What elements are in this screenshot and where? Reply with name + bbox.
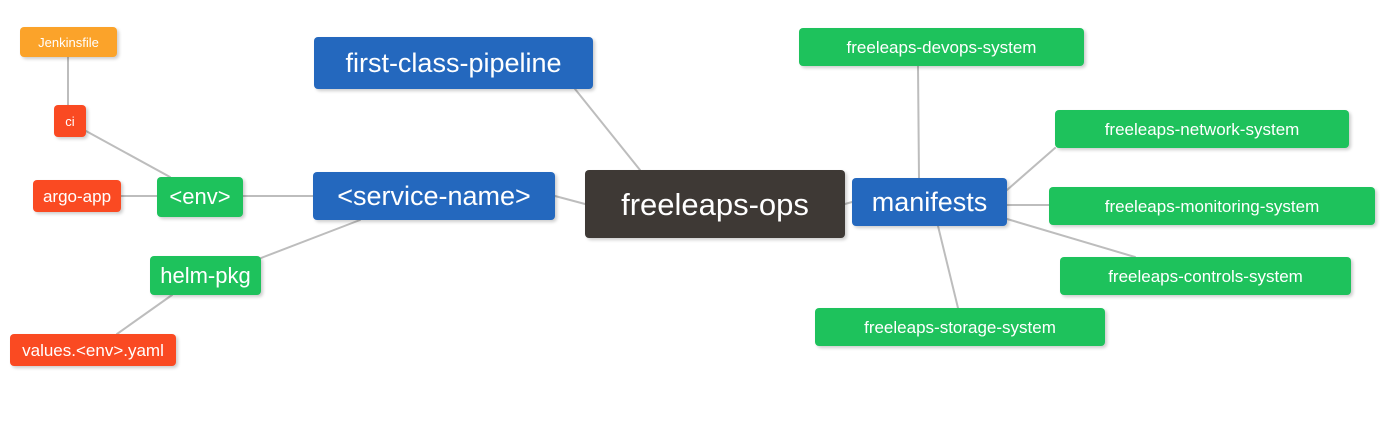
edge-manifests-to-freeleaps-storage-system [937,225,959,309]
node-label-freeleaps-ops: freeleaps-ops [621,186,809,222]
edge-manifests-to-freeleaps-devops-system [917,65,920,179]
node-label-service-name: <service-name> [337,180,531,211]
mindmap-node-freeleaps-storage-system[interactable]: freeleaps-storage-system [815,308,1105,346]
mindmap-node-freeleaps-monitoring-system[interactable]: freeleaps-monitoring-system [1049,187,1375,225]
node-label-first-class-pipeline: first-class-pipeline [345,47,562,78]
edge-helm-pkg-to-values-env-yaml [116,294,173,335]
node-label-argo-app: argo-app [42,186,112,206]
node-label-jenkinsfile: Jenkinsfile [38,34,99,50]
node-label-freeleaps-monitoring-system: freeleaps-monitoring-system [1104,196,1320,216]
mindmap-node-first-class-pipeline[interactable]: first-class-pipeline [314,37,593,89]
mindmap-node-freeleaps-devops-system[interactable]: freeleaps-devops-system [799,28,1084,66]
edge-service-name-to-helm-pkg [260,219,361,259]
edge-freeleaps-ops-to-manifests [844,201,853,205]
mindmap-node-ci[interactable]: ci [54,105,86,137]
node-label-values-env-yaml: values.<env>.yaml [22,340,164,360]
mindmap-node-argo-app[interactable]: argo-app [33,180,121,212]
node-label-env: <env> [169,184,231,209]
mindmap-node-service-name[interactable]: <service-name> [313,172,555,220]
node-label-helm-pkg: helm-pkg [160,262,251,288]
mindmap-node-freeleaps-network-system[interactable]: freeleaps-network-system [1055,110,1349,148]
node-label-manifests: manifests [871,186,988,217]
node-label-freeleaps-devops-system: freeleaps-devops-system [846,37,1037,57]
edge-freeleaps-ops-to-first-class-pipeline [574,88,641,171]
mindmap-node-helm-pkg[interactable]: helm-pkg [150,256,261,295]
mindmap-node-freeleaps-ops[interactable]: freeleaps-ops [585,170,845,238]
mindmap-node-manifests[interactable]: manifests [852,178,1007,226]
edge-env-to-ci [85,130,171,178]
mindmap-node-freeleaps-controls-system[interactable]: freeleaps-controls-system [1060,257,1351,295]
node-label-freeleaps-storage-system: freeleaps-storage-system [864,317,1056,337]
mindmap-node-env[interactable]: <env> [157,177,243,217]
mindmap-node-jenkinsfile[interactable]: Jenkinsfile [20,27,117,57]
mindmap-node-values-env-yaml[interactable]: values.<env>.yaml [10,334,176,366]
node-label-freeleaps-controls-system: freeleaps-controls-system [1108,266,1303,286]
edge-manifests-to-freeleaps-network-system [1006,147,1056,191]
node-label-ci: ci [65,113,75,129]
node-label-freeleaps-network-system: freeleaps-network-system [1104,119,1300,139]
edge-freeleaps-ops-to-service-name [554,195,586,205]
